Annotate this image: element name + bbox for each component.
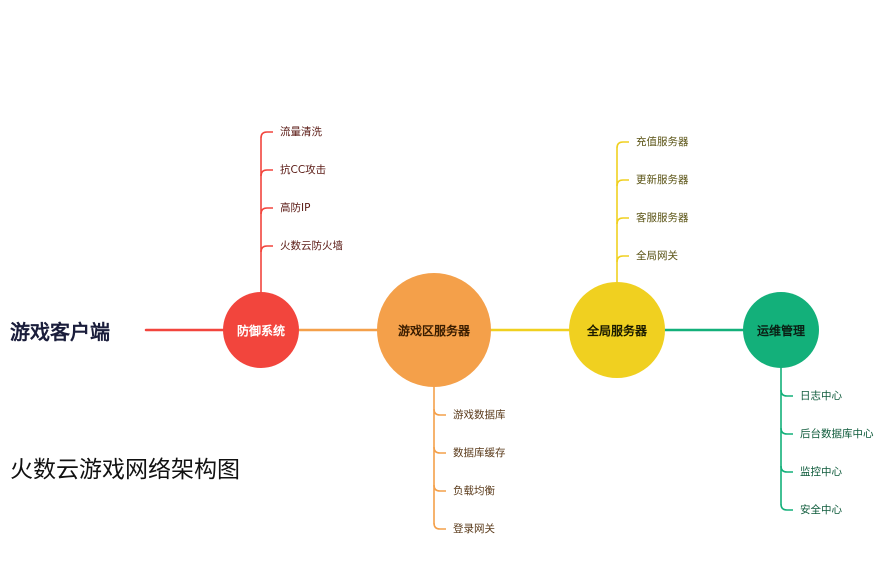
leaf-global-3: 全局网关 (636, 250, 678, 262)
node-label: 游戏区服务器 (397, 323, 470, 338)
leaf-game-zone-1: 数据库缓存 (453, 447, 506, 459)
leaf-tick (780, 389, 793, 397)
leaf-tick (433, 484, 446, 492)
node-ops: 运维管理 (743, 292, 819, 368)
leaf-tick (780, 427, 793, 435)
leaf-tick (616, 179, 629, 187)
leaf-tick (260, 207, 273, 215)
leaf-tick (260, 245, 273, 253)
leaf-game-zone-3: 登录网关 (453, 523, 495, 535)
leaf-tick (780, 465, 793, 473)
leaf-game-zone-2: 负载均衡 (453, 485, 495, 497)
leaf-defense-0: 流量清洗 (280, 126, 322, 138)
leaf-defense-1: 抗CC攻击 (280, 164, 327, 176)
node-label: 全局服务器 (586, 323, 647, 338)
leaf-ops-1: 后台数据库中心 (800, 428, 874, 440)
leaf-tick (616, 217, 629, 225)
leaf-global-2: 客服服务器 (636, 212, 689, 224)
leaf-tick (260, 169, 273, 177)
leaf-defense-2: 高防IP (280, 202, 311, 214)
leaf-global-1: 更新服务器 (636, 174, 689, 186)
leaf-tick (616, 141, 629, 149)
leaf-tick (616, 255, 629, 263)
node-label: 运维管理 (756, 323, 805, 338)
diagram-title: 火数云游戏网络架构图 (10, 457, 240, 483)
leaf-tick (433, 522, 446, 530)
leaf-ops-2: 监控中心 (800, 466, 842, 478)
node-game-zone: 游戏区服务器 (377, 273, 491, 387)
node-global: 全局服务器 (569, 282, 665, 378)
leaf-tick (780, 503, 793, 511)
leaf-ops-3: 安全中心 (800, 504, 842, 516)
root-node-label: 游戏客户端 (10, 320, 110, 344)
leaf-ops-0: 日志中心 (800, 390, 842, 402)
leaf-global-0: 充值服务器 (636, 136, 689, 148)
leaf-game-zone-0: 游戏数据库 (453, 409, 506, 421)
leaf-tick (433, 408, 446, 416)
leaf-tick (433, 446, 446, 454)
leaf-defense-3: 火数云防火墙 (280, 240, 343, 252)
node-label: 防御系统 (236, 323, 285, 338)
node-defense: 防御系统 (223, 292, 299, 368)
leaf-tick (260, 131, 273, 139)
